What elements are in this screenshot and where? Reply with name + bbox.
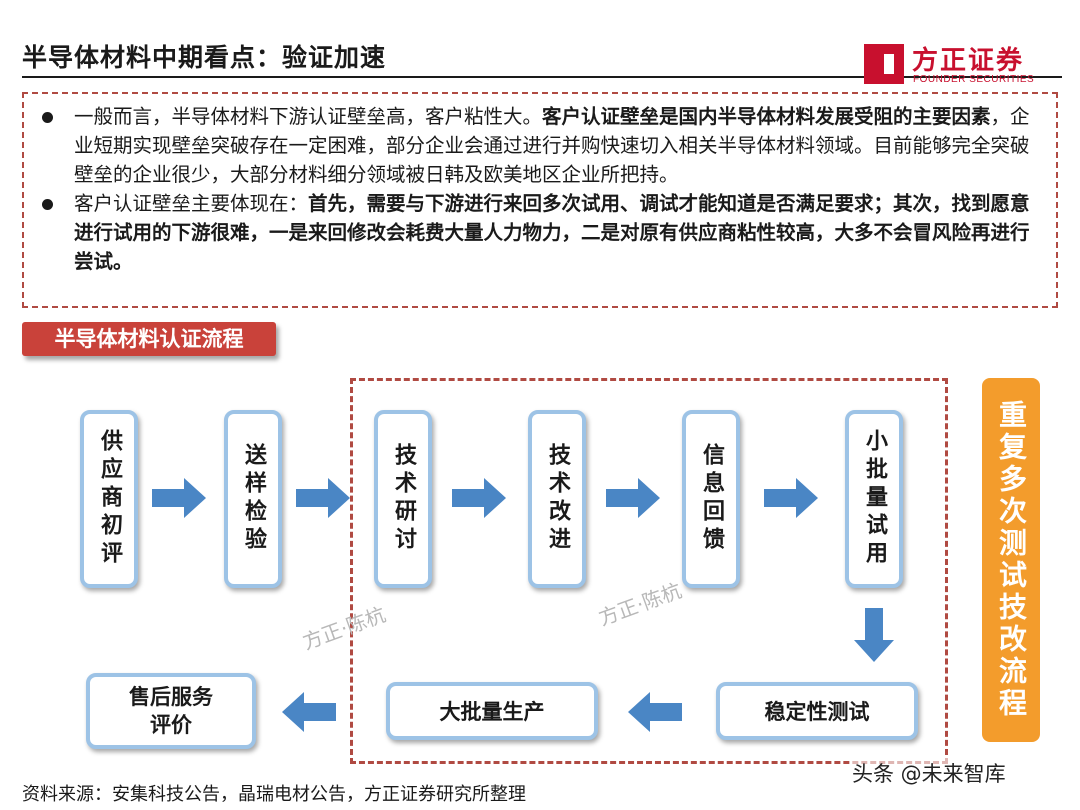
bullet-dot-icon [42,199,53,210]
flow-step-label: 技术研讨 [391,443,416,555]
flow-step-feedback: 信息回馈 [682,410,740,588]
left-arrow-icon [628,692,682,732]
bullet2-text: 客户认证壁垒主要体现在： [74,192,309,215]
summary-bullet-2: 客户认证壁垒主要体现在：首先，需要与下游进行来回多次试用、调试才能知道是否满足要… [38,189,1042,276]
flow-step-tech-improvement: 技术改进 [528,410,586,588]
source-note: 资料来源：安集科技公告，晶瑞电材公告，方正证券研究所整理 [22,784,526,805]
right-arrow-icon [452,478,506,518]
platform-watermark: 头条 @未来智库 [852,758,1006,788]
logo-name: 方正证券 [912,46,1025,76]
page-title: 半导体材料中期看点：验证加速 [22,43,387,72]
right-arrow-icon [152,478,206,518]
bullet1-bold: 客户认证壁垒是国内半导体材料发展受阻的主要因素 [542,105,991,128]
summary-bullet-1: 一般而言，半导体材料下游认证壁垒高，客户粘性大。客户认证壁垒是国内半导体材料发展… [38,102,1042,189]
flow-step-tech-discussion: 技术研讨 [374,410,432,588]
flow-step-label-line2: 评价 [150,713,192,737]
repeat-process-text: 重复多次测试技改流程 [995,400,1028,720]
down-arrow-icon [854,608,894,662]
logo-english-name: FOUNDER SECURITIES [913,74,1035,85]
repeat-process-label: 重复多次测试技改流程 [982,378,1040,742]
repeat-loop-region [350,378,948,764]
right-arrow-icon [764,478,818,518]
bullet-dot-icon [42,112,53,123]
flow-step-sample-inspection: 送样检验 [224,410,282,588]
flow-step-label: 小批量试用 [862,429,887,569]
flow-step-small-batch-trial: 小批量试用 [845,410,903,588]
flow-step-stability-test: 稳定性测试 [716,682,918,740]
logo-mark-icon [864,44,904,84]
flow-step-label-line1: 售后服务 [129,685,213,709]
bullet1-text: 一般而言，半导体材料下游认证壁垒高，客户粘性大。 [74,105,543,128]
right-arrow-icon [606,478,660,518]
flow-step-label: 技术改进 [545,443,570,555]
flow-step-label: 大批量生产 [439,700,545,724]
bullet2-bold: 首先，需要与下游进行来回多次试用、调试才能知道是否满足要求；其次，找到愿意进行试… [74,192,1030,273]
right-arrow-icon [296,478,350,518]
bullet1-text-post: ，企业短期实现壁垒突破存在一定困难，部分企业会通过进行并购快速切入相关半导体材料… [74,105,1030,186]
company-logo: 方正证券 FOUNDER SECURITIES [862,40,1052,90]
flow-step-mass-production: 大批量生产 [386,682,598,740]
left-arrow-icon [282,692,336,732]
flow-step-label: 送样检验 [241,443,266,555]
flow-step-label: 供应商初评 [97,429,122,569]
flow-step-label: 信息回馈 [699,443,724,555]
flow-step-label: 稳定性测试 [764,700,870,724]
flow-step-supplier-review: 供应商初评 [80,410,138,588]
section-label: 半导体材料认证流程 [22,322,276,356]
title-divider [22,76,1062,78]
summary-box: 一般而言，半导体材料下游认证壁垒高，客户粘性大。客户认证壁垒是国内半导体材料发展… [22,92,1058,308]
flow-step-after-sales: 售后服务 评价 [86,673,256,749]
